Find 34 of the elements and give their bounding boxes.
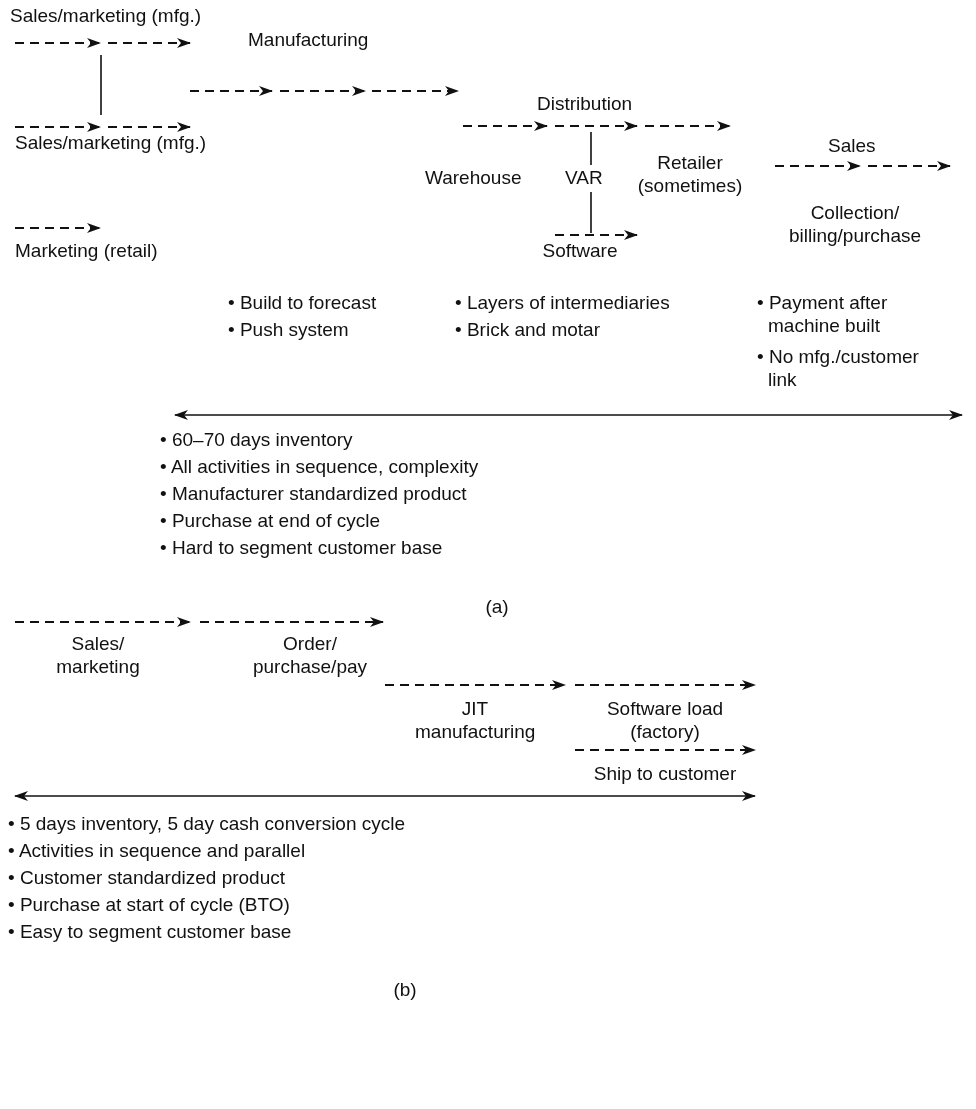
bullet-item: • Layers of intermediaries	[455, 291, 671, 314]
stage-label: Software	[541, 239, 619, 262]
bullet-item: • Purchase at end of cycle	[160, 509, 381, 532]
panel-caption: (b)	[392, 978, 418, 1001]
stage-label: Sales/marketing (mfg.)	[10, 4, 203, 27]
bullet-item: • 60–70 days inventory	[160, 428, 354, 451]
bullet-item: • No mfg./customer link	[757, 345, 920, 391]
stage-label: Sales/marketing (mfg.)	[15, 131, 208, 154]
stage-label: Ship to customer	[592, 762, 738, 785]
bullet-item: • Push system	[228, 318, 350, 341]
bullet-item: • Manufacturer standardized product	[160, 482, 468, 505]
stage-label: Software load (factory)	[605, 697, 725, 743]
stage-label: Warehouse	[425, 166, 523, 189]
bullet-item: • 5 days inventory, 5 day cash conversion cycle	[8, 812, 407, 835]
bullet-item: • Easy to segment customer base	[8, 920, 293, 943]
bullet-item: • Build to forecast	[228, 291, 378, 314]
bullet-item: • Brick and motar	[455, 318, 601, 341]
stage-label: Distribution	[537, 92, 634, 115]
bullet-item: • Payment after machine built	[757, 291, 889, 337]
stage-label: Order/ purchase/pay	[251, 632, 369, 678]
bullet-item: • All activities in sequence, complexity	[160, 455, 480, 478]
panel-caption: (a)	[484, 595, 510, 618]
bullet-item: • Customer standardized product	[8, 866, 286, 889]
stage-label: Manufacturing	[248, 28, 370, 51]
stage-label: VAR	[565, 166, 604, 189]
bullet-item: • Activities in sequence and parallel	[8, 839, 307, 862]
stage-label: Sales/ marketing	[55, 632, 141, 678]
stage-label: Collection/ billing/purchase	[788, 201, 922, 247]
stage-label: Retailer (sometimes)	[636, 151, 744, 197]
stage-label: Sales	[828, 134, 877, 157]
stage-label: JIT manufacturing	[415, 697, 535, 743]
bullet-item: • Hard to segment customer base	[160, 536, 444, 559]
bullet-item: • Purchase at start of cycle (BTO)	[8, 893, 291, 916]
stage-label: Marketing (retail)	[15, 239, 159, 262]
